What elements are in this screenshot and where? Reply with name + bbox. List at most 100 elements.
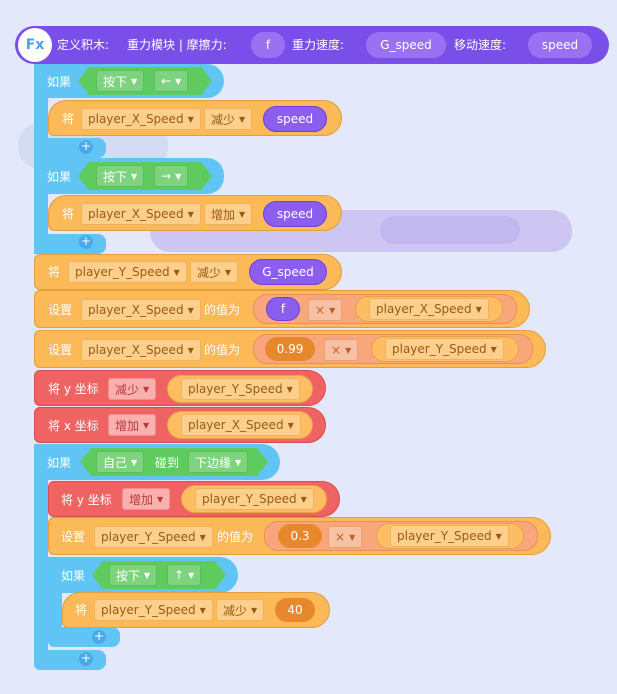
triangle-down-icon: ▼ <box>157 494 164 504</box>
number-reporter[interactable]: 40 <box>275 598 315 622</box>
if-label: 如果 <box>47 456 72 470</box>
var-dropdown[interactable]: player_Y_Speed▼ <box>195 488 314 510</box>
set-label: 将 <box>75 603 88 617</box>
friction-reporter[interactable]: f <box>266 297 300 321</box>
plus-icon[interactable]: + <box>79 234 93 249</box>
if-block-arm <box>34 194 48 234</box>
if-label: 如果 <box>47 75 72 89</box>
value-of-label: 的值为 <box>217 530 254 544</box>
triangle-down-icon: ▼ <box>300 494 307 504</box>
if-block-bottom <box>48 627 120 647</box>
triangle-down-icon: ▼ <box>199 532 206 542</box>
triangle-down-icon: ▼ <box>225 267 232 277</box>
speed-reporter[interactable]: speed <box>263 106 327 132</box>
triangle-down-icon: ▼ <box>143 420 150 430</box>
var-dropdown[interactable]: player_X_Speed▼ <box>81 299 201 321</box>
speed-reporter[interactable]: speed <box>263 201 327 227</box>
target-dropdown[interactable]: 下边缘▼ <box>188 451 249 473</box>
block-name-label: 重力模块 | 摩擦力: <box>127 38 227 52</box>
param-move[interactable]: speed <box>528 32 592 58</box>
param-friction[interactable]: f <box>251 32 285 58</box>
gravity-speed-label: 重力速度: <box>292 38 345 52</box>
g-speed-reporter[interactable]: G_speed <box>249 259 327 285</box>
var-dropdown[interactable]: player_Y_Speed▼ <box>385 338 504 360</box>
op-dropdown[interactable]: 增加▼ <box>204 203 253 225</box>
plus-icon[interactable]: + <box>92 629 106 644</box>
math-op-dropdown[interactable]: ×▼ <box>308 299 343 321</box>
triangle-down-icon: ▼ <box>239 114 246 124</box>
triangle-down-icon: ▼ <box>187 305 194 315</box>
number-reporter[interactable]: 0.99 <box>265 337 315 361</box>
var-dropdown[interactable]: player_Y_Speed▼ <box>94 526 213 548</box>
op-dropdown[interactable]: 减少▼ <box>204 108 253 130</box>
var-dropdown[interactable]: player_X_Speed▼ <box>81 108 201 130</box>
plus-icon[interactable]: + <box>79 651 93 666</box>
triangle-down-icon: ▼ <box>490 344 497 354</box>
triangle-down-icon: ▼ <box>175 171 182 181</box>
op-dropdown[interactable]: 增加▼ <box>122 488 171 510</box>
triangle-down-icon: ▼ <box>144 570 151 580</box>
triangle-down-icon: ▼ <box>187 114 194 124</box>
triangle-down-icon: ▼ <box>345 345 352 355</box>
triangle-down-icon: ▼ <box>251 605 258 615</box>
var-dropdown[interactable]: player_X_Speed▼ <box>81 203 201 225</box>
define-label: 定义积木: <box>57 38 110 52</box>
var-dropdown[interactable]: player_X_Speed▼ <box>81 339 201 361</box>
var-dropdown[interactable]: player_Y_Speed▼ <box>390 525 509 547</box>
key-dropdown[interactable]: ↑▼ <box>167 564 202 586</box>
subject-dropdown[interactable]: 自己▼ <box>96 451 145 473</box>
if-block-arm <box>34 480 48 650</box>
change-y-label: 将 y 坐标 <box>61 493 112 507</box>
if-block-arm <box>48 593 62 627</box>
param-gravity[interactable]: G_speed <box>366 32 446 58</box>
if-label: 如果 <box>47 170 72 184</box>
move-speed-label: 移动速度: <box>454 38 507 52</box>
triangle-down-icon: ▼ <box>131 171 138 181</box>
triangle-down-icon: ▼ <box>495 531 502 541</box>
var-dropdown[interactable]: player_X_Speed▼ <box>369 298 489 320</box>
set-label: 设置 <box>48 303 73 317</box>
plus-icon[interactable]: + <box>79 139 93 154</box>
var-dropdown[interactable]: player_Y_Speed▼ <box>181 378 300 400</box>
cond-mode-dropdown[interactable]: 按下▼ <box>96 165 145 187</box>
op-dropdown[interactable]: 减少▼ <box>190 261 239 283</box>
triangle-down-icon: ▼ <box>187 345 194 355</box>
var-dropdown[interactable]: player_Y_Speed▼ <box>68 261 187 283</box>
key-dropdown[interactable]: →▼ <box>154 165 189 187</box>
if-block-bottom <box>34 650 106 670</box>
define-block-hat[interactable] <box>15 26 609 64</box>
touching-label: 碰到 <box>155 456 180 470</box>
set-label: 将 <box>62 207 75 221</box>
change-y-label: 将 y 坐标 <box>48 382 99 396</box>
op-dropdown[interactable]: 减少▼ <box>108 378 157 400</box>
value-of-label: 的值为 <box>204 303 241 317</box>
op-dropdown[interactable]: 增加▼ <box>108 414 157 436</box>
change-x-label: 将 x 坐标 <box>48 419 99 433</box>
op-dropdown[interactable]: 减少▼ <box>216 599 265 621</box>
triangle-down-icon: ▼ <box>173 267 180 277</box>
math-op-dropdown[interactable]: ×▼ <box>324 339 359 361</box>
triangle-down-icon: ▼ <box>131 76 138 86</box>
triangle-down-icon: ▼ <box>175 76 182 86</box>
value-of-label: 的值为 <box>204 343 241 357</box>
var-dropdown[interactable]: player_Y_Speed▼ <box>94 599 213 621</box>
cond-mode-dropdown[interactable]: 按下▼ <box>96 70 145 92</box>
triangle-down-icon: ▼ <box>199 605 206 615</box>
math-op-dropdown[interactable]: ×▼ <box>328 526 363 548</box>
key-dropdown[interactable]: ←▼ <box>154 70 189 92</box>
if-label: 如果 <box>61 569 86 583</box>
triangle-down-icon: ▼ <box>349 532 356 542</box>
triangle-down-icon: ▼ <box>329 305 336 315</box>
triangle-down-icon: ▼ <box>475 304 482 314</box>
set-label: 设置 <box>48 343 73 357</box>
number-reporter[interactable]: 0.3 <box>278 524 322 548</box>
triangle-down-icon: ▼ <box>187 209 194 219</box>
triangle-down-icon: ▼ <box>131 457 138 467</box>
triangle-down-icon: ▼ <box>188 570 195 580</box>
set-label: 设置 <box>61 530 86 544</box>
triangle-down-icon: ▼ <box>287 420 294 430</box>
var-dropdown[interactable]: player_X_Speed▼ <box>181 414 301 436</box>
cond-mode-dropdown[interactable]: 按下▼ <box>109 564 158 586</box>
set-label: 将 <box>48 265 61 279</box>
triangle-down-icon: ▼ <box>235 457 242 467</box>
